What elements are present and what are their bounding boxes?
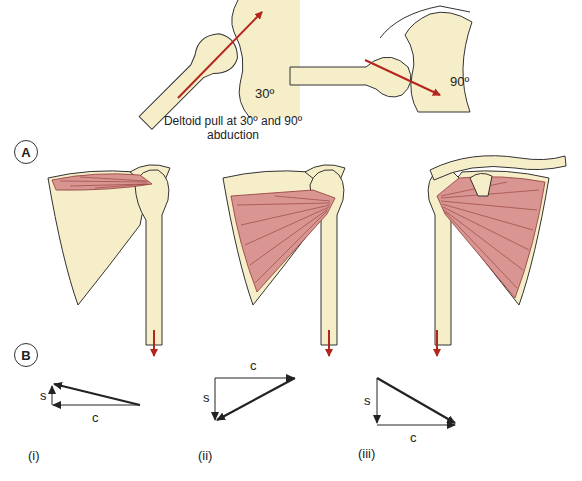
vector-label: c	[410, 430, 417, 446]
vector-diagrams	[52, 378, 455, 425]
clavicle	[430, 156, 566, 180]
scapula-iii	[428, 170, 549, 345]
scapula-ii	[223, 165, 345, 345]
vector-label: c	[250, 358, 257, 374]
caption-label: Deltoid pull at 30º and 90º abduction	[148, 114, 318, 143]
scapula-i	[48, 165, 170, 345]
panel-letter-text: B	[21, 348, 30, 363]
vector-label: 90º	[450, 74, 469, 90]
vector-label: (iii)	[358, 446, 375, 462]
vector-label: c	[92, 410, 99, 426]
vector-label: (i)	[28, 448, 40, 464]
panel-letter-text: A	[21, 145, 30, 160]
vector-label: (ii)	[198, 448, 212, 464]
humerus-90	[290, 57, 411, 97]
vector-label: s	[364, 393, 371, 409]
vector-label: s	[40, 388, 47, 404]
panel-letter: A	[14, 140, 38, 164]
vector-label: 30º	[255, 86, 274, 102]
vector-label: s	[203, 390, 210, 406]
panel-letter: B	[14, 343, 38, 367]
glenoid-30	[232, 0, 300, 118]
coracoid	[470, 173, 492, 196]
